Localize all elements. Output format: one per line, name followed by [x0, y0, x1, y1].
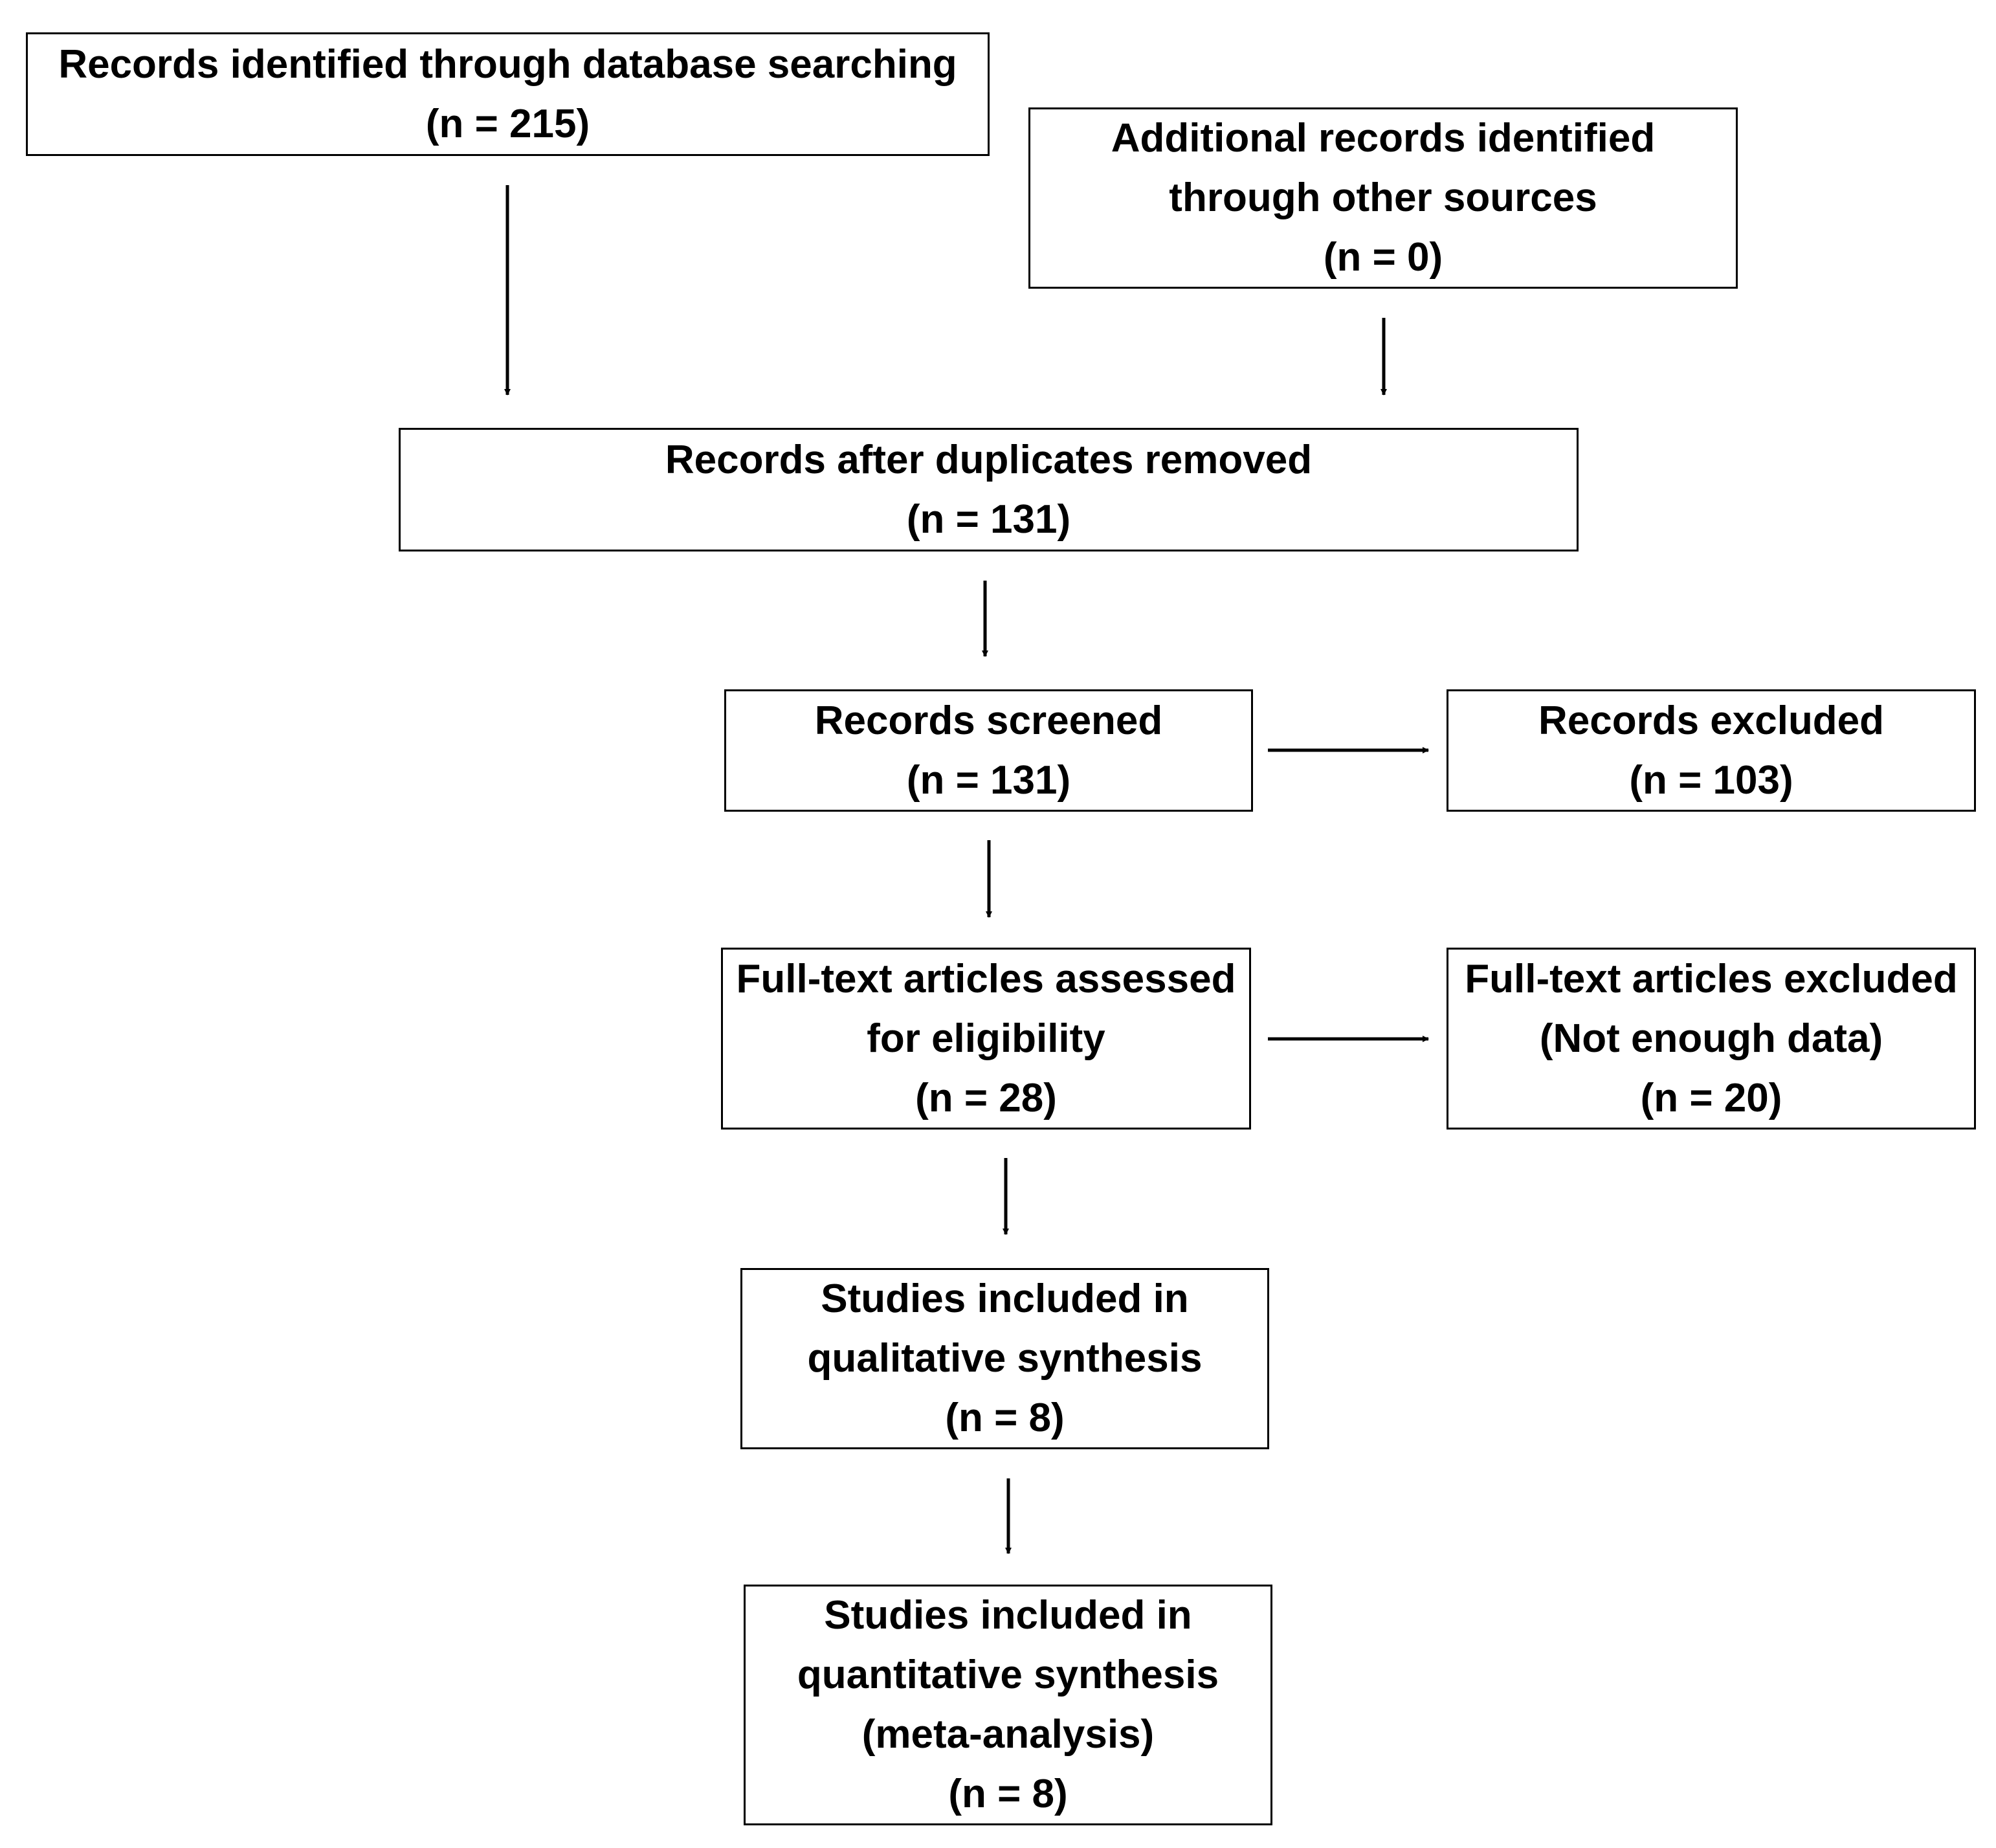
fulltext-count: (n = 28): [915, 1075, 1057, 1120]
deduplicated-line-1: Records after duplicates removed: [665, 437, 1313, 482]
additional-count: (n = 0): [1323, 235, 1443, 280]
fulltext-box: Full-text articles assessed for eligibil…: [721, 948, 1251, 1130]
excluded-line-1: Records excluded: [1538, 698, 1885, 743]
quantitative-box: Studies included in quantitative synthes…: [744, 1585, 1272, 1825]
additional-line-2: through other sources: [1169, 175, 1597, 220]
fulltext-line-2: for eligibility: [867, 1016, 1105, 1061]
qualitative-count: (n = 8): [945, 1396, 1065, 1440]
qualitative-line-2: qualitative synthesis: [807, 1336, 1203, 1381]
fulltext-excluded-box: Full-text articles excluded (Not enough …: [1447, 948, 1976, 1130]
screened-box: Records screened (n = 131): [724, 689, 1253, 812]
quantitative-count: (n = 8): [948, 1772, 1068, 1816]
identified-line-1: Records identified through database sear…: [58, 41, 957, 87]
fulltext-excluded-line-1: Full-text articles excluded: [1465, 956, 1958, 1001]
deduplicated-box: Records after duplicates removed (n = 13…: [399, 428, 1579, 551]
identified-count: (n = 215): [425, 101, 590, 146]
excluded-box: Records excluded (n = 103): [1447, 689, 1976, 812]
excluded-count: (n = 103): [1629, 757, 1793, 803]
quantitative-line-3: (meta-analysis): [861, 1712, 1155, 1757]
screened-line-1: Records screened: [814, 698, 1163, 743]
identified-box: Records identified through database sear…: [26, 32, 990, 156]
qualitative-box: Studies included in qualitative synthesi…: [740, 1268, 1269, 1449]
fulltext-line-1: Full-text articles assessed: [736, 956, 1236, 1001]
quantitative-line-2: quantitative synthesis: [797, 1653, 1219, 1697]
fulltext-excluded-line-2: (Not enough data): [1539, 1016, 1883, 1061]
qualitative-line-1: Studies included in: [821, 1276, 1189, 1321]
fulltext-excluded-count: (n = 20): [1640, 1075, 1782, 1120]
additional-box: Additional records identified through ot…: [1028, 107, 1738, 289]
deduplicated-count: (n = 131): [906, 496, 1071, 542]
screened-count: (n = 131): [906, 757, 1071, 803]
quantitative-line-1: Studies included in: [824, 1593, 1192, 1638]
additional-line-1: Additional records identified: [1111, 116, 1656, 161]
